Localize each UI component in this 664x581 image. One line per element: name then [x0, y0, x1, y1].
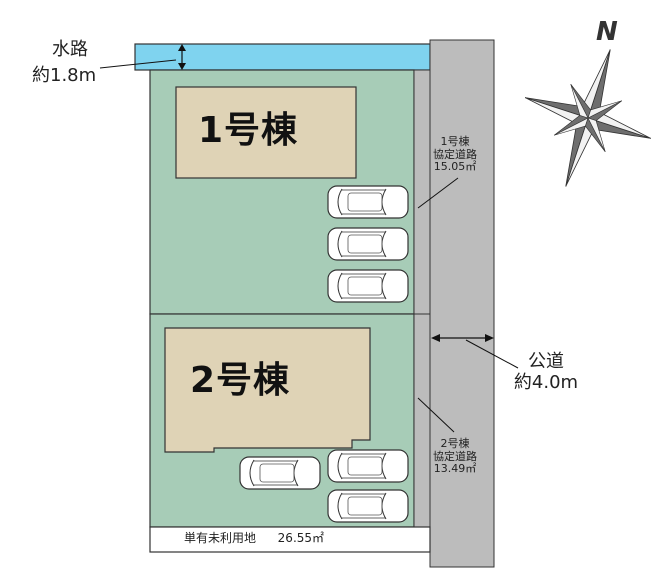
public-road — [429, 39, 495, 568]
agreement-road-2-area: 13.49㎡ — [433, 462, 477, 476]
agreement-road-1-label: 1号棟 協定道路 15.05㎡ — [426, 135, 484, 174]
agreement-road-2-label: 2号棟 協定道路 13.49㎡ — [426, 437, 484, 476]
waterway-label: 水路 — [50, 39, 90, 61]
agreement-road-2-leader — [417, 397, 455, 433]
building-2-label: 2号棟 — [190, 360, 291, 401]
car-icon — [327, 489, 409, 523]
public-road-width: 約4.0m — [513, 371, 579, 393]
compass-icon — [525, 49, 651, 187]
car-icon — [239, 456, 321, 490]
agreement-road-2-building: 2号棟 — [440, 437, 470, 450]
shared-land-label: 単有未利用地 26.55㎡ — [184, 531, 325, 546]
agreement-road-2-type: 協定道路 — [433, 449, 477, 463]
building-2 — [164, 327, 371, 453]
agreement-road-1-area: 15.05㎡ — [433, 160, 477, 174]
waterway-width: 約1.8m — [32, 65, 97, 86]
car-icon — [327, 269, 409, 303]
public-road-label: 公道 約4.0m — [506, 351, 586, 393]
compass-north-label: N — [596, 17, 618, 47]
agreement-road-1-type: 協定道路 — [433, 147, 477, 161]
agreement-road-1-building: 1号棟 — [440, 135, 470, 148]
waterway-leader-line — [99, 59, 177, 69]
car-icon — [327, 185, 409, 219]
car-icon — [327, 449, 409, 483]
waterway — [134, 43, 431, 71]
shared-land-name: 単有未利用地 — [184, 531, 257, 545]
road-leader-line — [465, 339, 519, 369]
agreement-road-1-leader — [417, 177, 459, 209]
shared-land-area: 26.55㎡ — [277, 531, 325, 545]
car-icon — [327, 227, 409, 261]
building-1 — [175, 86, 357, 179]
shared-land-strip — [149, 526, 431, 553]
agreement-road-1 — [413, 69, 431, 315]
agreement-road-2 — [413, 313, 431, 528]
waterway-name: 水路 — [52, 39, 88, 60]
building-1-label: 1号棟 — [198, 110, 299, 151]
public-road-name: 公道 — [528, 351, 564, 372]
